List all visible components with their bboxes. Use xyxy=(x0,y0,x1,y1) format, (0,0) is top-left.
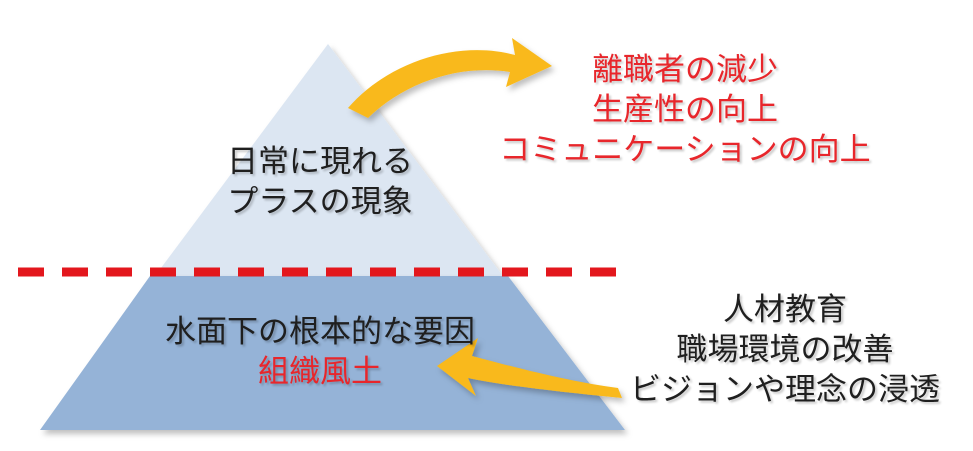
cause-item: 人材教育 xyxy=(723,292,847,328)
pyramid-bottom-section xyxy=(40,276,625,430)
effect-item: 生産性の向上 xyxy=(592,92,778,128)
cause-item: ビジョンや理念の浸透 xyxy=(630,372,940,408)
effect-item: 離職者の減少 xyxy=(592,52,778,88)
pyramid-top-section xyxy=(155,44,503,276)
curved-arrow-up-icon xyxy=(348,38,552,118)
bottom-label-highlight: 組織風土 xyxy=(258,354,382,390)
pyramid-bottom-label: 水面下の根本的な要因 組織風土 xyxy=(105,312,535,392)
pyramid-top-label: 日常に現れる プラスの現象 xyxy=(195,142,445,222)
curved-arrow-left-icon xyxy=(437,338,622,398)
causes-list: 人材教育 職場環境の改善 ビジョンや理念の浸透 xyxy=(600,290,970,410)
top-label-line: 日常に現れる xyxy=(227,144,413,180)
top-label-line: プラスの現象 xyxy=(227,184,413,220)
cause-item: 職場環境の改善 xyxy=(676,332,894,368)
bottom-label-line: 水面下の根本的な要因 xyxy=(165,314,475,350)
effect-item: コミュニケーションの向上 xyxy=(499,132,871,168)
effects-list: 離職者の減少 生産性の向上 コミュニケーションの向上 xyxy=(470,50,900,170)
